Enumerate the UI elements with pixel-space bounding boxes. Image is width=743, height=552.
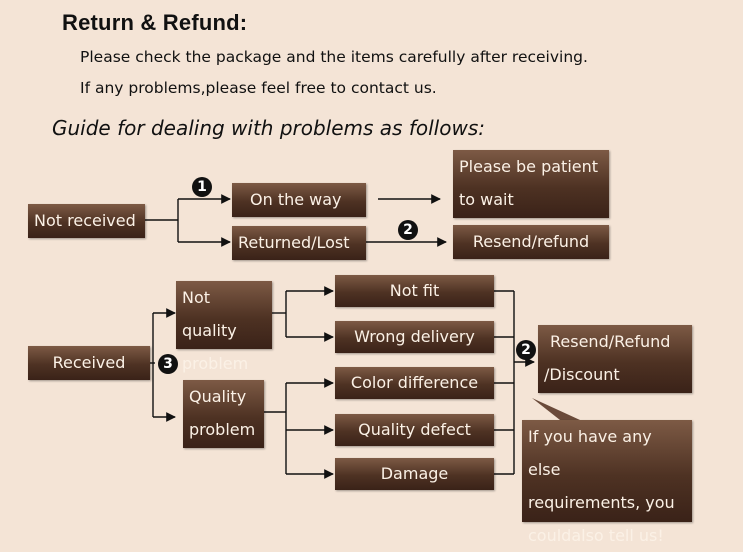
callout-line2: requirements, you <box>528 493 675 512</box>
resend-refund-label: Resend/refund <box>472 232 590 251</box>
step-marker-2b: 2 <box>516 340 536 360</box>
quality-line1: Quality <box>189 387 247 406</box>
connector-lines <box>145 194 580 479</box>
page-title: Return & Refund: <box>62 10 248 35</box>
please-be-patient-box: Please be patient to wait <box>453 150 609 218</box>
step-marker-1: 1 <box>192 177 212 197</box>
not-received-box: Not received <box>28 204 145 238</box>
damage-box: Damage <box>335 458 494 490</box>
not-fit-label: Not fit <box>389 281 440 300</box>
more-requirements-callout: If you have any else requirements, you c… <box>522 420 692 545</box>
callout-line1: If you have any else <box>528 427 652 479</box>
color-difference-label: Color difference <box>350 373 479 392</box>
please-be-patient-line2: to wait <box>459 190 514 209</box>
on-the-way-label: On the way <box>250 190 342 209</box>
damage-label: Damage <box>380 464 449 483</box>
returned-lost-box: Returned/Lost <box>232 226 366 260</box>
wrong-delivery-label: Wrong delivery <box>354 327 475 346</box>
not-quality-line2: problem <box>182 354 249 373</box>
quality-line2: problem <box>189 420 256 439</box>
not-quality-problem-box: Not quality problem <box>176 281 272 373</box>
color-difference-box: Color difference <box>335 367 494 399</box>
quality-defect-label: Quality defect <box>358 420 471 439</box>
intro-line-2: If any problems,please feel free to cont… <box>80 79 437 97</box>
returned-lost-label: Returned/Lost <box>238 233 350 252</box>
received-box: Received <box>28 346 150 380</box>
resend-refund-box: Resend/refund <box>453 225 609 259</box>
callout-line3: couldalso tell us! <box>528 526 664 545</box>
quality-problem-box: Quality problem <box>183 380 264 448</box>
intro-line-1: Please check the package and the items c… <box>80 48 588 66</box>
on-the-way-box: On the way <box>232 183 366 217</box>
not-received-label: Not received <box>34 211 136 230</box>
not-quality-line1: Not quality <box>182 288 237 340</box>
resend-refund-discount-box: Resend/Refund /Discount <box>538 325 692 393</box>
guide-heading: Guide for dealing with problems as follo… <box>52 116 485 140</box>
resend-refund-discount-line1: Resend/Refund <box>550 332 671 351</box>
quality-defect-box: Quality defect <box>335 414 494 446</box>
not-fit-box: Not fit <box>335 275 494 307</box>
please-be-patient-line1: Please be patient <box>459 157 599 176</box>
step-marker-3: 3 <box>158 354 178 374</box>
wrong-delivery-box: Wrong delivery <box>335 321 494 353</box>
resend-refund-discount-line2: /Discount <box>544 365 620 384</box>
received-label: Received <box>52 353 126 372</box>
step-marker-2: 2 <box>398 220 418 240</box>
